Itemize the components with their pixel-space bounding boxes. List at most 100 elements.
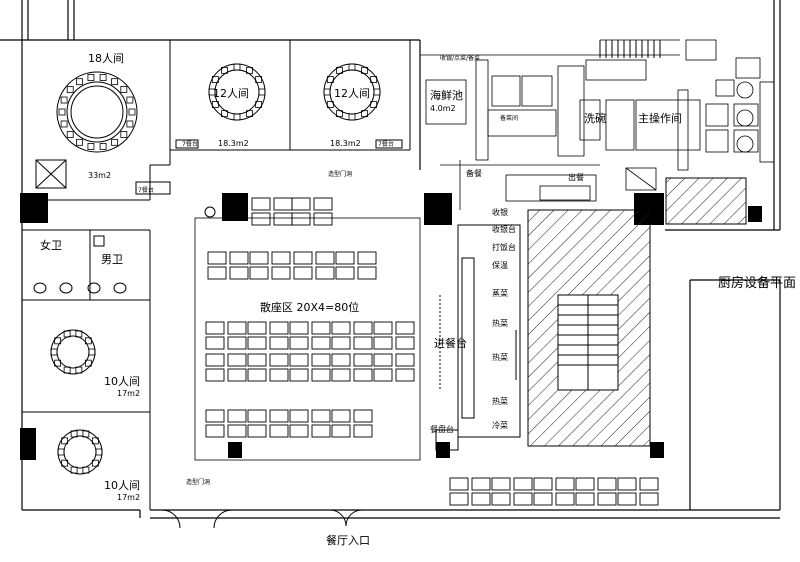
chair — [370, 101, 378, 108]
chair — [50, 348, 58, 356]
chair — [128, 108, 136, 116]
chair — [88, 348, 96, 356]
structural-columns — [20, 193, 762, 460]
vip10b-area: 17m2 — [117, 493, 140, 502]
table-set — [205, 409, 247, 438]
counter-label: 打饭台 — [492, 242, 516, 252]
chair — [91, 459, 99, 467]
chair — [87, 143, 95, 150]
chair — [126, 96, 134, 104]
table-set — [293, 251, 335, 280]
chair — [70, 466, 78, 474]
seafood-label: 海鲜池 — [430, 88, 463, 102]
chair — [61, 459, 69, 467]
chair — [336, 66, 343, 74]
chair — [326, 76, 334, 83]
prep-label: 备菜间 — [500, 114, 518, 122]
chair — [57, 448, 65, 456]
table-set — [249, 251, 291, 280]
vip-room-10a — [22, 300, 151, 413]
table-set — [289, 353, 331, 382]
chair — [58, 108, 66, 116]
chair — [373, 88, 381, 96]
chair — [75, 366, 83, 374]
table-set — [373, 321, 415, 350]
chair — [87, 74, 95, 81]
entrance-doors — [161, 509, 363, 529]
vip10b-label: 10人间 — [104, 479, 140, 492]
chair — [75, 330, 83, 338]
table-set — [205, 321, 247, 350]
pantry-label: 出餐 — [568, 172, 584, 182]
drawing-title: 厨房设备平面 — [718, 275, 796, 291]
main-kitchen-label: 主操作间 — [638, 111, 682, 125]
seafood-area: 4.0m2 — [430, 104, 456, 113]
chair — [54, 337, 62, 345]
wash-label: 洗碗 — [584, 111, 606, 125]
vip12a-label: 12人间 — [213, 87, 249, 100]
seafood-top-label: 收银/点菜/备菜 — [440, 54, 480, 62]
chair — [233, 113, 241, 121]
side-table-c: 7餐台 — [378, 140, 394, 148]
kitchen-equipment — [420, 39, 775, 210]
entrance-label: 餐厅入口 — [326, 533, 370, 547]
chair — [66, 131, 74, 138]
dining-tables — [205, 197, 415, 438]
screen-label-b: 造型门洞 — [186, 478, 210, 486]
chair — [84, 337, 92, 345]
vip18-area: 33m2 — [88, 171, 111, 180]
chair — [336, 110, 343, 118]
chair — [111, 78, 118, 86]
side-serving-label: 进餐台 — [434, 336, 467, 350]
table-set — [335, 251, 377, 280]
counter-label: 收银台 — [492, 224, 516, 234]
chair — [76, 138, 83, 146]
chair — [246, 66, 253, 74]
table-set — [247, 321, 289, 350]
chair — [99, 74, 107, 81]
table-set — [373, 353, 415, 382]
hatched-area — [527, 177, 747, 447]
vip-room-10b — [57, 412, 151, 510]
chair — [255, 76, 263, 83]
table-set — [247, 409, 289, 438]
table-set — [491, 477, 533, 506]
table-set — [331, 409, 373, 438]
dish-table-label: 餐盘台 — [430, 424, 454, 434]
chair — [126, 120, 134, 128]
gents-label: 男卫 — [101, 253, 123, 266]
table-set — [575, 477, 617, 506]
counter-label: 热菜 — [492, 396, 508, 406]
chair — [211, 76, 219, 83]
pass-label: 备餐 — [466, 168, 482, 178]
chair — [208, 88, 216, 96]
chair — [348, 63, 356, 71]
washrooms — [22, 229, 151, 301]
chair — [326, 101, 334, 108]
table-set — [289, 409, 331, 438]
serving-counter — [435, 224, 521, 451]
vip-room-12b — [290, 40, 411, 151]
table-set — [533, 477, 575, 506]
table-set — [207, 251, 249, 280]
chair — [63, 330, 71, 338]
chair — [95, 448, 103, 456]
table-set — [251, 197, 293, 226]
chair — [323, 88, 331, 96]
chair — [70, 430, 78, 438]
chair — [60, 120, 68, 128]
chair — [361, 110, 368, 118]
chair — [246, 110, 253, 118]
counter-label: 蒸菜 — [492, 288, 508, 298]
table-set — [331, 321, 373, 350]
ladies-label: 女卫 — [40, 238, 62, 252]
chair — [221, 66, 228, 74]
screen-label-a: 造型门洞 — [328, 170, 352, 178]
counter-label: 热菜 — [492, 352, 508, 362]
chair — [54, 359, 62, 367]
table-set — [291, 197, 333, 226]
vip12b-label: 12人间 — [334, 87, 370, 100]
side-table-b: 7餐台 — [182, 140, 198, 148]
chair — [258, 88, 266, 96]
